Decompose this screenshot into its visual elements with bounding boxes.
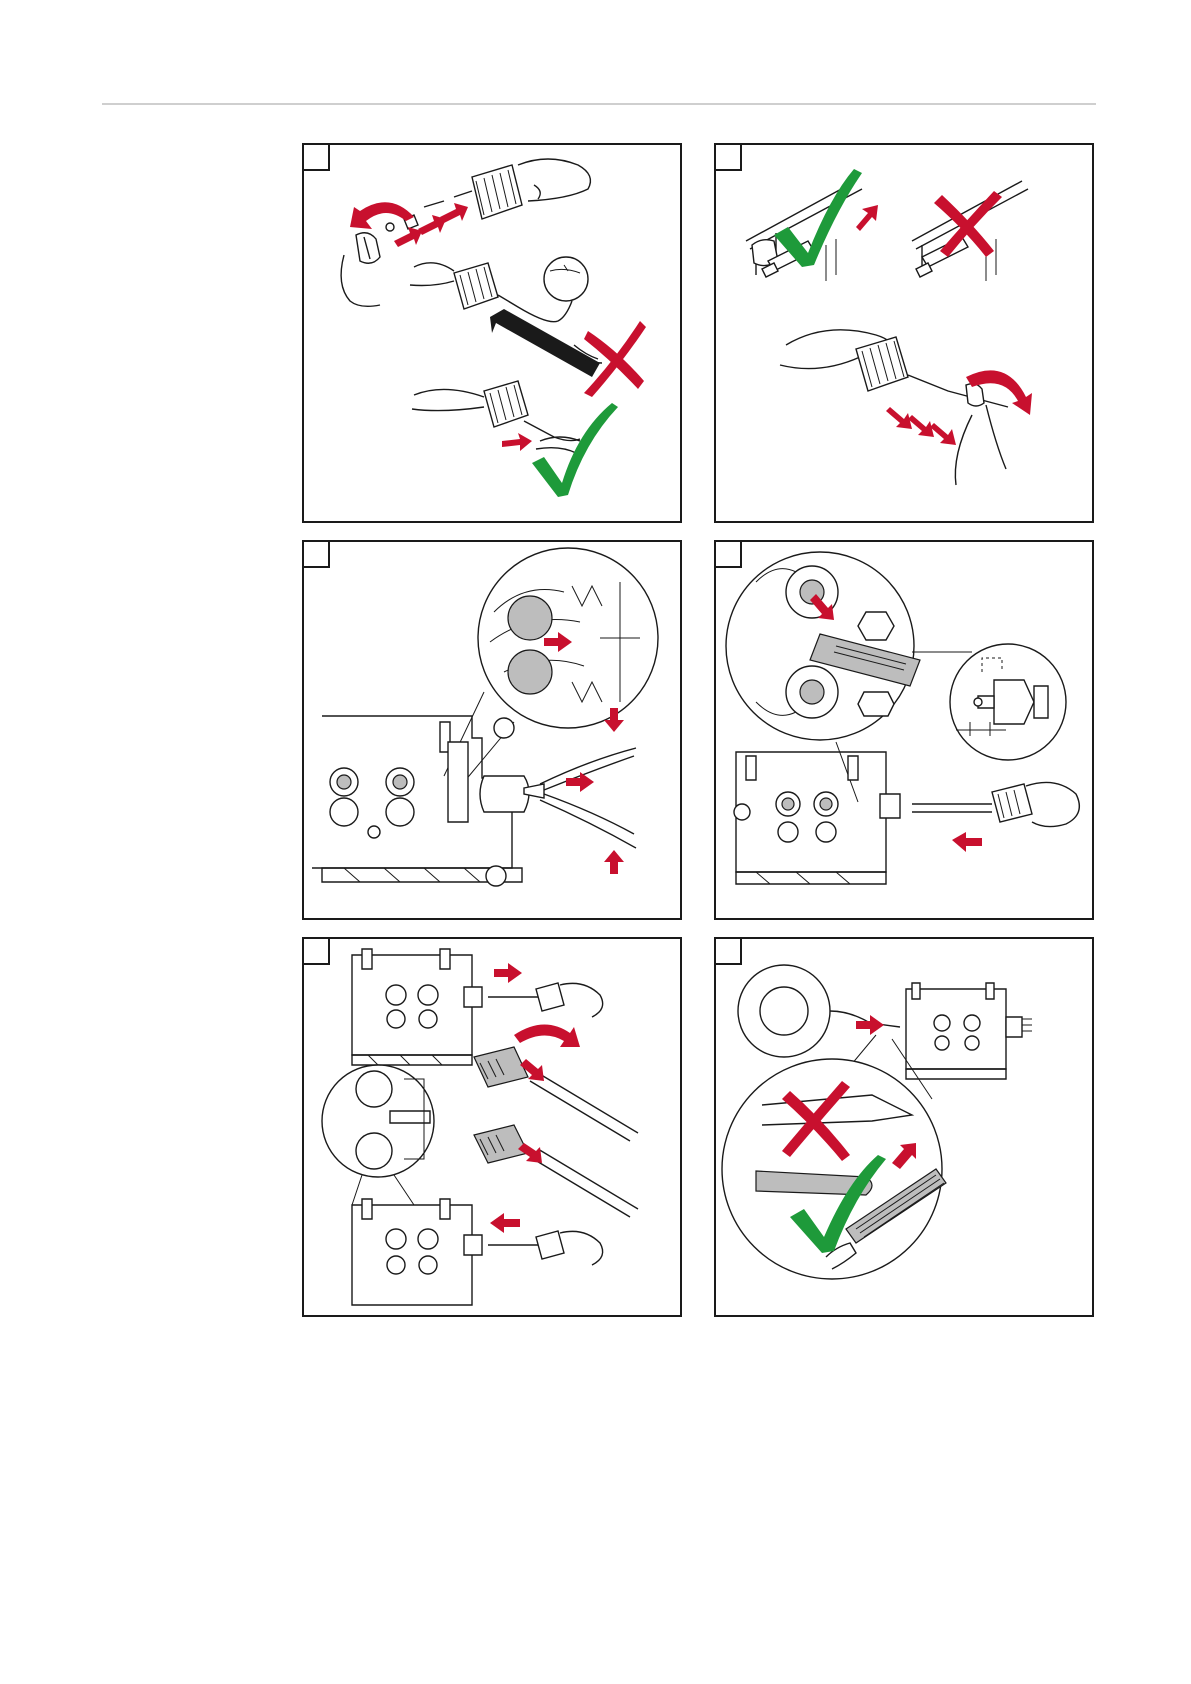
red-arrow-icon xyxy=(502,433,532,451)
rotate-arrow-icon xyxy=(350,202,414,229)
step-6-illustration xyxy=(716,939,1092,1315)
step-panel-3 xyxy=(302,540,682,920)
sharpener-icon xyxy=(474,1047,528,1087)
step-panel-4 xyxy=(714,540,1094,920)
step-number-box xyxy=(304,939,330,965)
step-number-box xyxy=(716,145,742,171)
pliers-icon xyxy=(524,748,636,848)
step-panel-1 xyxy=(302,143,682,523)
step-panel-2 xyxy=(714,143,1094,523)
step-5-illustration xyxy=(304,939,680,1315)
step-2-illustration xyxy=(716,145,1092,521)
step-number-box xyxy=(304,542,330,568)
red-arrow-icon xyxy=(856,205,878,231)
step-3-illustration xyxy=(304,542,680,918)
step-number-box xyxy=(304,145,330,171)
red-arrow-icon xyxy=(886,407,956,445)
green-check-icon xyxy=(532,403,618,497)
step-number-box xyxy=(716,939,742,965)
red-cross-icon xyxy=(584,321,646,397)
step-panel-5 xyxy=(302,937,682,1317)
red-arrow-icon xyxy=(952,832,982,852)
step-panel-6 xyxy=(714,937,1094,1317)
torch-top xyxy=(424,159,590,219)
header-rule xyxy=(102,103,1096,105)
red-arrow-icon xyxy=(566,708,624,874)
red-arrow-icon xyxy=(494,963,522,983)
rotate-arrow-icon xyxy=(514,1024,580,1047)
step-number-box xyxy=(716,542,742,568)
step-4-illustration xyxy=(716,542,1092,918)
red-arrow-icon xyxy=(490,1213,520,1233)
step-1-illustration xyxy=(304,145,680,521)
